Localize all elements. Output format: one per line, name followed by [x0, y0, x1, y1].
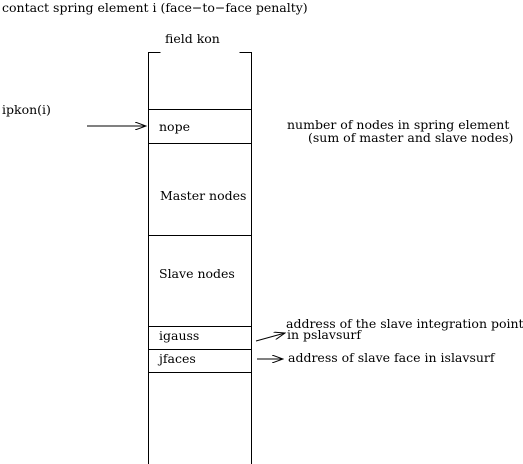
field-label: field kon [165, 31, 220, 46]
cell-label-nope: nope [159, 119, 190, 134]
igauss-arrow [255, 333, 285, 342]
cell-label-slave-nodes: Slave nodes [159, 266, 235, 281]
igauss-note-line1: address of the slave integration point [286, 316, 523, 331]
igauss-note-line2: in pslavsurf [287, 327, 362, 342]
cell-label-igauss: igauss [159, 328, 200, 343]
jfaces-note: address of slave face in islavsurf [288, 350, 495, 365]
cell-label-master-nodes: Master nodes [160, 188, 247, 203]
field-top-brackets [148, 52, 252, 62]
cell-separators [148, 109, 252, 373]
nope-note-line1: number of nodes in spring element [287, 117, 510, 132]
pointer-label: ipkon(i) [2, 102, 51, 117]
nope-note-line2: (sum of master and slave nodes) [308, 130, 514, 145]
cell-label-jfaces: jfaces [159, 351, 196, 366]
diagram-title: contact spring element i (face−to−face p… [2, 0, 308, 15]
